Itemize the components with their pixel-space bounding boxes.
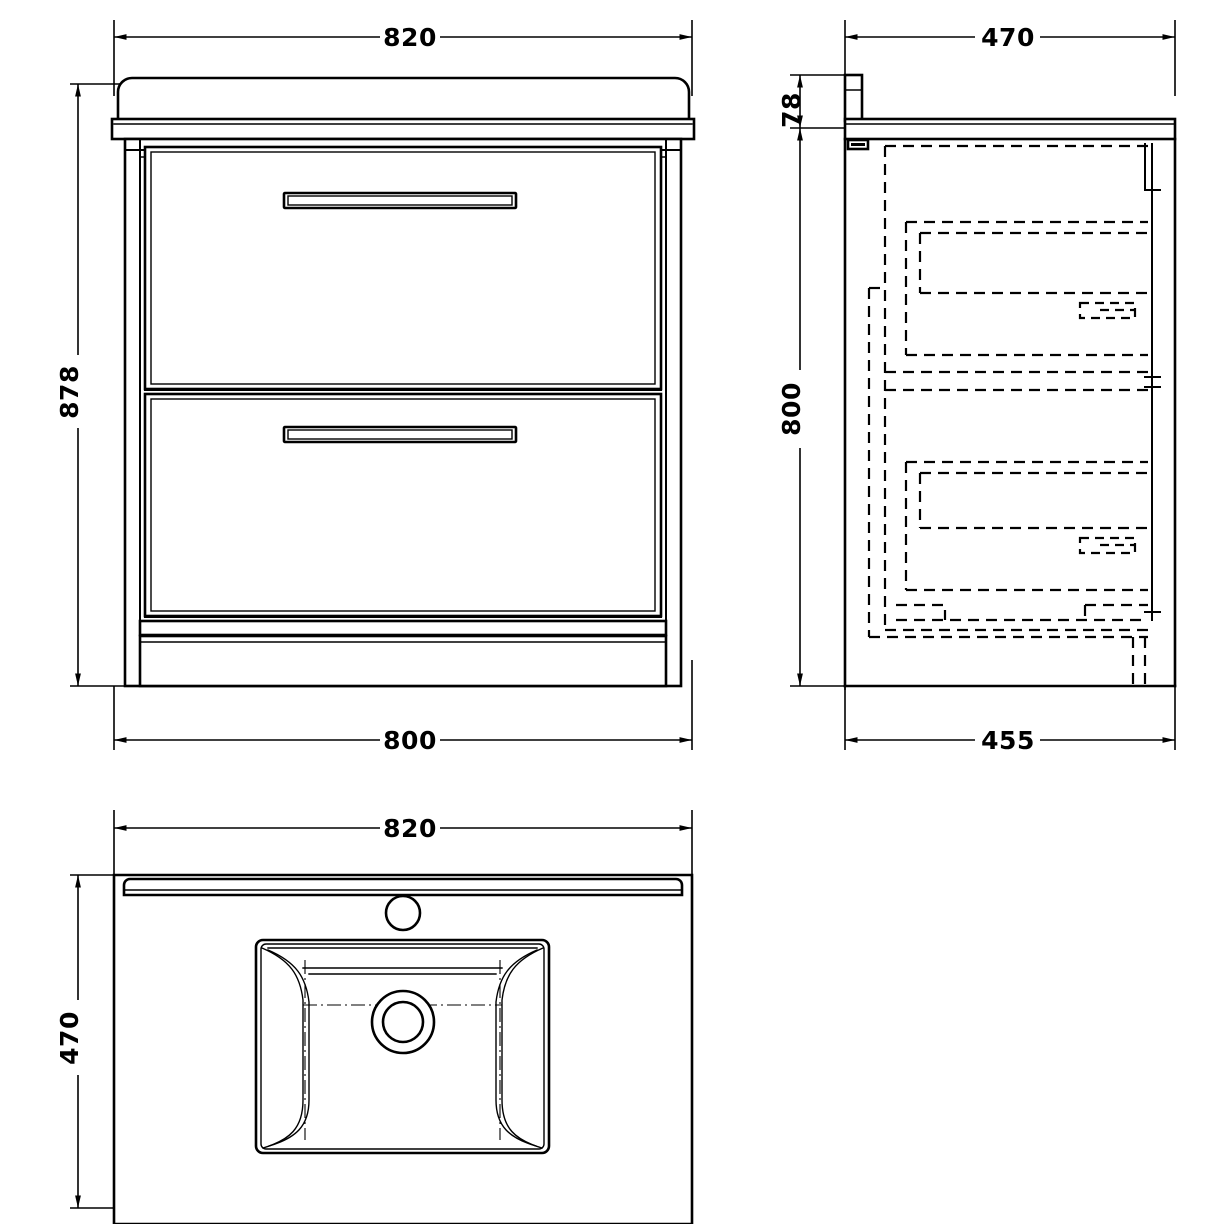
dim-label-878: 878 xyxy=(55,365,84,419)
plan-view: 820 470 xyxy=(55,810,694,1224)
side-elevation-view: 470 78 800 455 xyxy=(777,20,1177,755)
front-elevation-view: 820 878 800 xyxy=(55,20,696,755)
dim-side-depth-bottom: 455 xyxy=(845,726,1175,755)
upstand-side xyxy=(843,73,864,123)
dim-front-height: 878 xyxy=(55,84,84,686)
tap-hole-plan xyxy=(384,894,422,932)
cabinet-body-side xyxy=(843,137,1177,688)
dim-plan-depth: 470 xyxy=(55,875,84,1208)
dim-label-470-top: 470 xyxy=(981,23,1035,52)
countertop-basin-front xyxy=(110,76,696,141)
dim-front-width-bottom: 800 xyxy=(114,726,692,755)
lower-drawer-front xyxy=(143,392,663,618)
dim-label-470-plan: 470 xyxy=(55,1011,84,1065)
dim-front-width-top: 820 xyxy=(114,23,692,52)
dim-side-top-thickness: 78 xyxy=(777,75,806,128)
dim-label-800-bottom: 800 xyxy=(383,726,437,755)
hidden-geometry-side xyxy=(867,144,1148,686)
handle-mark-side xyxy=(846,138,870,151)
waste-hole-plan xyxy=(370,989,436,1055)
countertop-profile-side xyxy=(843,117,1177,141)
handle-upper[interactable] xyxy=(282,191,518,210)
handle-lower[interactable] xyxy=(282,425,518,444)
upper-drawer-front xyxy=(143,145,663,391)
dim-label-820-top: 820 xyxy=(383,23,437,52)
dim-label-455: 455 xyxy=(981,726,1035,755)
dim-plan-width: 820 xyxy=(114,814,692,843)
dim-side-depth-top: 470 xyxy=(845,23,1175,52)
dim-side-height: 800 xyxy=(777,128,806,686)
dim-label-820-plan: 820 xyxy=(383,814,437,843)
dim-label-78: 78 xyxy=(777,92,806,128)
drawer-front-edges-side xyxy=(1144,143,1161,621)
plinth-front xyxy=(138,616,668,688)
dim-label-800-side: 800 xyxy=(777,382,806,436)
